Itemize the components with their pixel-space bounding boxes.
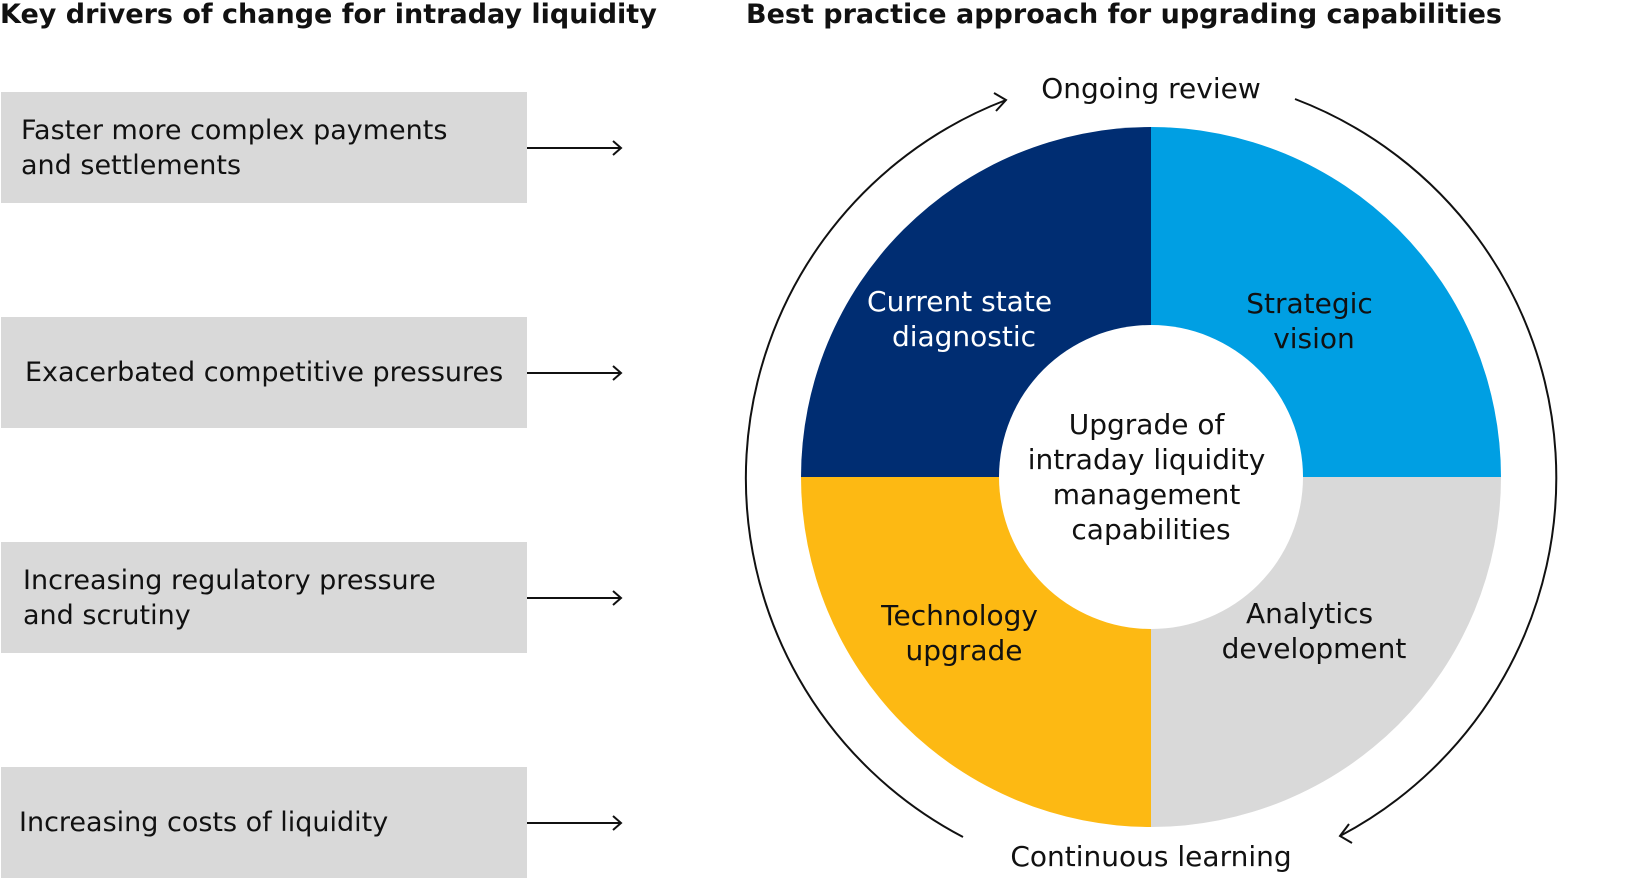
driver-box-competitive-pressures: Exacerbated competitive pressures bbox=[1, 317, 527, 428]
driver-label: Faster more complex payments and settlem… bbox=[21, 114, 448, 181]
cycle-bottom-label: Continuous learning bbox=[1010, 840, 1291, 873]
right-arrow-icon bbox=[527, 815, 623, 831]
center-label-line: Upgrade of bbox=[1069, 408, 1226, 441]
center-label-line: management bbox=[1053, 478, 1241, 511]
right-title: Best practice approach for upgrading cap… bbox=[746, 0, 1502, 30]
quadrant-label-line: Analytics bbox=[1246, 597, 1373, 630]
arc-arrowhead-icon bbox=[1338, 823, 1353, 844]
arc-arrowhead-icon bbox=[993, 92, 1008, 112]
cycle-top-label: Ongoing review bbox=[1041, 72, 1261, 105]
center-label: Upgrade of intraday liquidity management… bbox=[1028, 408, 1274, 546]
center-label-line: intraday liquidity bbox=[1028, 443, 1266, 476]
right-arrow-icon bbox=[527, 140, 623, 156]
driver-box-regulatory-pressure: Increasing regulatory pressure and scrut… bbox=[1, 542, 527, 653]
driver-label: Exacerbated competitive pressures bbox=[25, 357, 504, 388]
quadrant-label: Analytics development bbox=[1222, 597, 1407, 665]
quadrant-label-line: Strategic bbox=[1246, 287, 1373, 320]
center-label-line: capabilities bbox=[1071, 513, 1230, 546]
left-title: Key drivers of change for intraday liqui… bbox=[0, 0, 657, 30]
driver-box-faster-payments: Faster more complex payments and settlem… bbox=[1, 92, 527, 203]
driver-label: Increasing regulatory pressure and scrut… bbox=[23, 564, 436, 631]
right-arrow-icon bbox=[527, 365, 623, 381]
quadrant-label-line: vision bbox=[1273, 322, 1355, 355]
center-hub bbox=[999, 325, 1303, 629]
quadrant-label-line: Technology bbox=[880, 599, 1038, 632]
driver-box-liquidity-costs: Increasing costs of liquidity bbox=[1, 767, 527, 878]
right-arrow-icon bbox=[527, 590, 623, 606]
cycle-arc-left bbox=[744, 99, 1007, 838]
quadrant-label-line: upgrade bbox=[906, 634, 1023, 667]
driver-label: Increasing costs of liquidity bbox=[19, 807, 389, 838]
quadrant-label-line: Current state bbox=[867, 285, 1052, 318]
quadrant-label-line: development bbox=[1222, 632, 1407, 665]
quadrant-label: Technology upgrade bbox=[880, 599, 1047, 667]
quadrant-label: Current state diagnostic bbox=[867, 285, 1061, 353]
quadrant-label-line: diagnostic bbox=[892, 320, 1036, 353]
quadrant-label: Strategic vision bbox=[1246, 287, 1381, 355]
cycle-arc-right bbox=[1294, 98, 1558, 837]
